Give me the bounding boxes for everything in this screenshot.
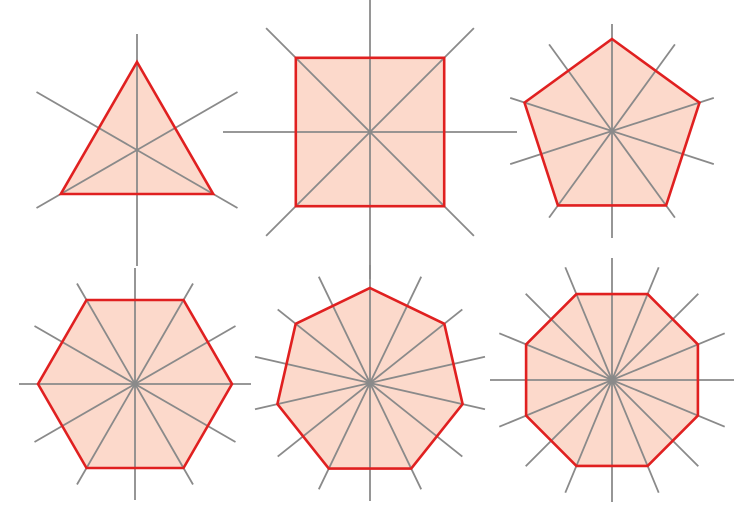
pentagon-figure xyxy=(509,24,715,238)
heptagon-symmetry-line xyxy=(317,276,423,490)
pentagon-symmetry-line xyxy=(548,43,676,219)
triangle-outline xyxy=(58,59,216,196)
hexagon-figure xyxy=(19,268,251,500)
square-outline xyxy=(294,56,446,208)
hexagon-outline xyxy=(36,298,234,470)
triangle-figure xyxy=(36,34,238,266)
triangle-symmetry-line xyxy=(36,91,238,209)
octagon-outline xyxy=(524,292,700,468)
heptagon-figure xyxy=(254,265,486,501)
octagon-figure xyxy=(490,258,734,502)
square-figure xyxy=(223,0,517,279)
heptagon-outline xyxy=(275,286,465,470)
octagon-symmetry-line xyxy=(525,293,699,467)
pentagon-outline xyxy=(522,37,702,207)
